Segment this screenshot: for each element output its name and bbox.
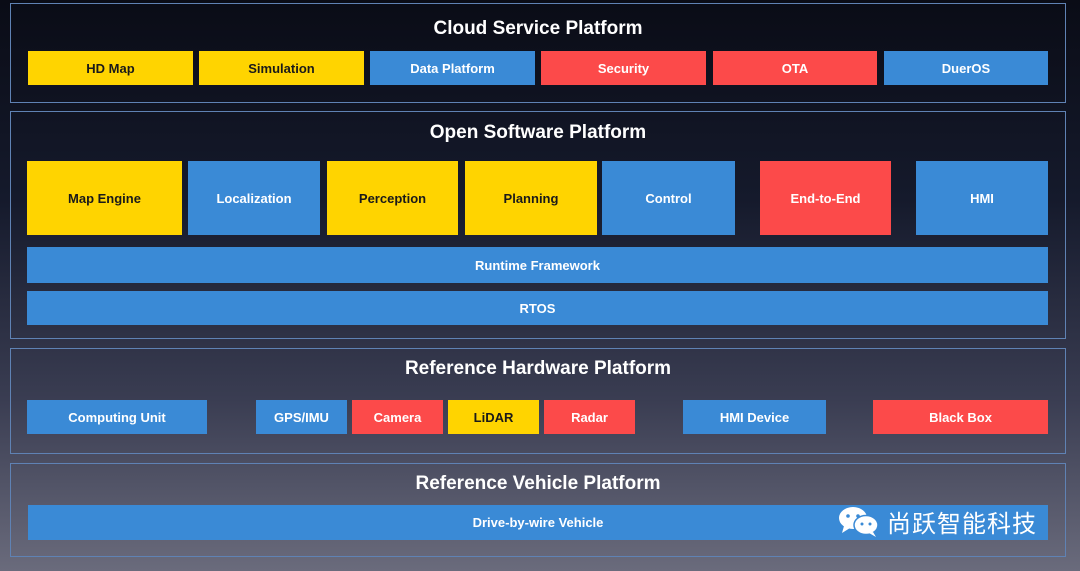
security-box: Security (541, 51, 706, 85)
runtime-framework-bar: Runtime Framework (27, 247, 1048, 283)
map-engine-box: Map Engine (27, 161, 182, 235)
watermark: 尚跃智能科技 (837, 503, 1057, 539)
rtos-bar: RTOS (27, 291, 1048, 325)
wechat-icon (837, 504, 881, 538)
control-box: Control (602, 161, 735, 235)
planning-box: Planning (465, 161, 597, 235)
lidar-box: LiDAR (448, 400, 539, 434)
dueros-box: DuerOS (884, 51, 1048, 85)
computing-unit-box: Computing Unit (27, 400, 207, 434)
open-software-platform-title: Open Software Platform (429, 122, 647, 143)
gps-imu-box: GPS/IMU (256, 400, 347, 434)
cloud-service-platform-layer: Cloud Service Platform (10, 3, 1066, 103)
ota-box: OTA (713, 51, 877, 85)
hd-map-box: HD Map (28, 51, 193, 85)
reference-hardware-platform-layer: Reference Hardware Platform (10, 348, 1066, 454)
watermark-text: 尚跃智能科技 (887, 509, 1037, 538)
hmi-box: HMI (916, 161, 1048, 235)
cloud-service-platform-title: Cloud Service Platform (433, 18, 643, 39)
simulation-box: Simulation (199, 51, 364, 85)
reference-hardware-platform-title: Reference Hardware Platform (404, 358, 672, 379)
black-box-box: Black Box (873, 400, 1048, 434)
camera-box: Camera (352, 400, 443, 434)
localization-box: Localization (188, 161, 320, 235)
hmi-device-box: HMI Device (683, 400, 826, 434)
radar-box: Radar (544, 400, 635, 434)
open-software-platform-layer: Open Software Platform (10, 111, 1066, 339)
reference-vehicle-platform-layer: Reference Vehicle Platform (10, 463, 1066, 557)
data-platform-box: Data Platform (370, 51, 535, 85)
end-to-end-box: End-to-End (760, 161, 891, 235)
perception-box: Perception (327, 161, 458, 235)
reference-vehicle-platform-title: Reference Vehicle Platform (415, 473, 661, 494)
